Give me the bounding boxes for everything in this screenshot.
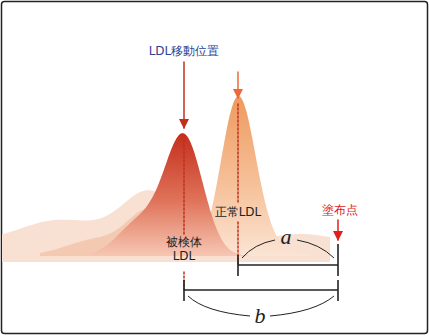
guides: [184, 62, 338, 290]
peak-label: 正常LDL: [215, 206, 262, 220]
peak-arrow: [237, 72, 239, 98]
dimension-label: b: [255, 303, 266, 328]
position-label: LDL移動位置: [149, 45, 220, 59]
sample-label: 被検体 LDL: [163, 236, 205, 264]
dimension-label: a: [281, 224, 292, 249]
position-arrow: [183, 62, 185, 128]
origin-label: 塗布点: [322, 204, 358, 218]
origin-arrow: [337, 220, 339, 240]
dotted-line: [183, 140, 185, 234]
dotted-line: [237, 104, 239, 204]
